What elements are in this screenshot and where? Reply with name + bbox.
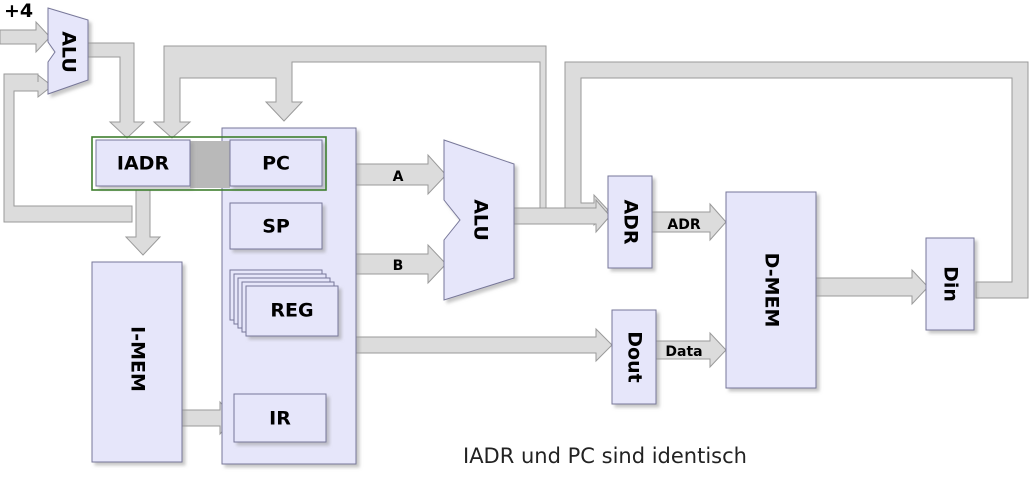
bus-b-arrow [355, 243, 447, 285]
bus-a-label: A [393, 169, 404, 185]
imem-label: I-MEM [127, 326, 149, 392]
dout-to-dmem-arrow [654, 331, 727, 369]
regs-to-dout-arrow [355, 327, 613, 363]
bus-a-arrow [355, 153, 447, 196]
sp-block [229, 202, 323, 250]
iadr-pc-highlight [91, 136, 327, 191]
bus-b-label: B [393, 258, 404, 274]
ir-label: IR [269, 408, 291, 430]
reg-label: REG [270, 300, 313, 322]
plus4-arrow [0, 20, 51, 54]
iadr-pc-overlap [190, 141, 230, 188]
iadr-label: IADR [117, 153, 170, 175]
dmem-to-din-arrow [815, 268, 929, 306]
alu-main-label: ALU [470, 199, 492, 241]
reg-block [245, 285, 339, 337]
alu-small-to-iadr-arrow [87, 42, 146, 139]
din-block [925, 237, 975, 331]
alu-to-adr-arrow [513, 198, 611, 234]
iadr-to-imem-arrow [124, 189, 162, 256]
pc-block [229, 139, 323, 187]
alu-result-loop-wire [152, 45, 547, 209]
adr-to-dmem-arrow [651, 202, 727, 242]
pc-label: PC [262, 153, 290, 175]
din-label: Din [940, 266, 962, 302]
dout-label: Dout [624, 331, 646, 382]
adr-label: ADR [620, 199, 642, 244]
dout-block [611, 309, 657, 405]
dmem-label: D-MEM [761, 253, 783, 328]
bus-data-label: Data [665, 344, 702, 360]
bus-adr-label: ADR [667, 217, 700, 233]
iadr-block [95, 139, 191, 187]
alu-main-block [443, 139, 515, 301]
alu-small-label: ALU [58, 31, 80, 73]
dmem-block [725, 191, 817, 389]
caption: IADR und PC sind identisch [463, 444, 747, 468]
sp-label: SP [262, 216, 290, 238]
alu-small-block [47, 7, 89, 95]
imem-block [91, 261, 183, 463]
ir-block [233, 393, 327, 443]
plus4-label: +4 [4, 0, 33, 22]
adr-block [607, 175, 653, 269]
